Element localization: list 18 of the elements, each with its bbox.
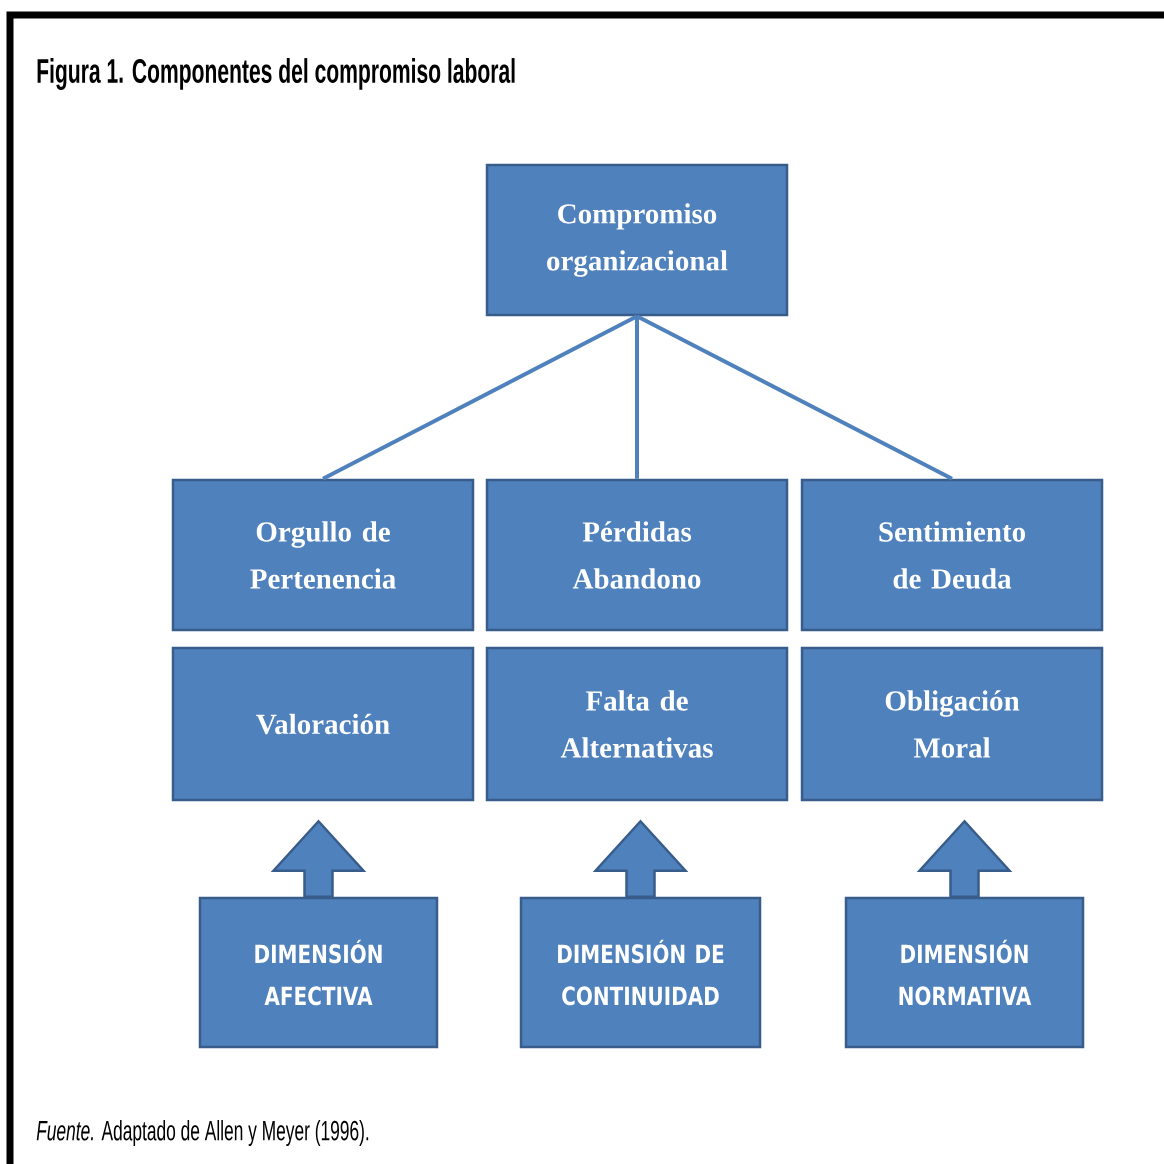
block-arrow — [270, 819, 367, 898]
dimension-box: DIMENSIÓN DE CONTINUIDAD — [519, 896, 762, 1049]
source-caption: Fuente. Adaptado de Allen y Meyer (1996). — [36, 1120, 369, 1147]
concept-box: Valoración — [171, 646, 475, 802]
concept-box: Orgullo de Pertenencia — [171, 478, 475, 632]
connector-line — [635, 316, 639, 479]
dimension-box: DIMENSIÓN AFECTIVA — [198, 896, 439, 1049]
figure-title: Figura 1. Componentes del compromiso laboral — [37, 58, 515, 90]
concept-box: Compromiso organizacional — [485, 163, 789, 317]
concept-box: Pérdidas Abandono — [485, 478, 789, 632]
block-arrow — [592, 819, 689, 898]
concept-box: Falta de Alternativas — [485, 646, 789, 802]
block-arrow — [916, 819, 1013, 898]
connector-line — [636, 314, 953, 481]
concept-box: Obligación Moral — [800, 646, 1104, 802]
concept-box: Sentimiento de Deuda — [800, 478, 1104, 632]
connector-line — [322, 314, 638, 481]
dimension-box: DIMENSIÓN NORMATIVA — [844, 896, 1085, 1049]
